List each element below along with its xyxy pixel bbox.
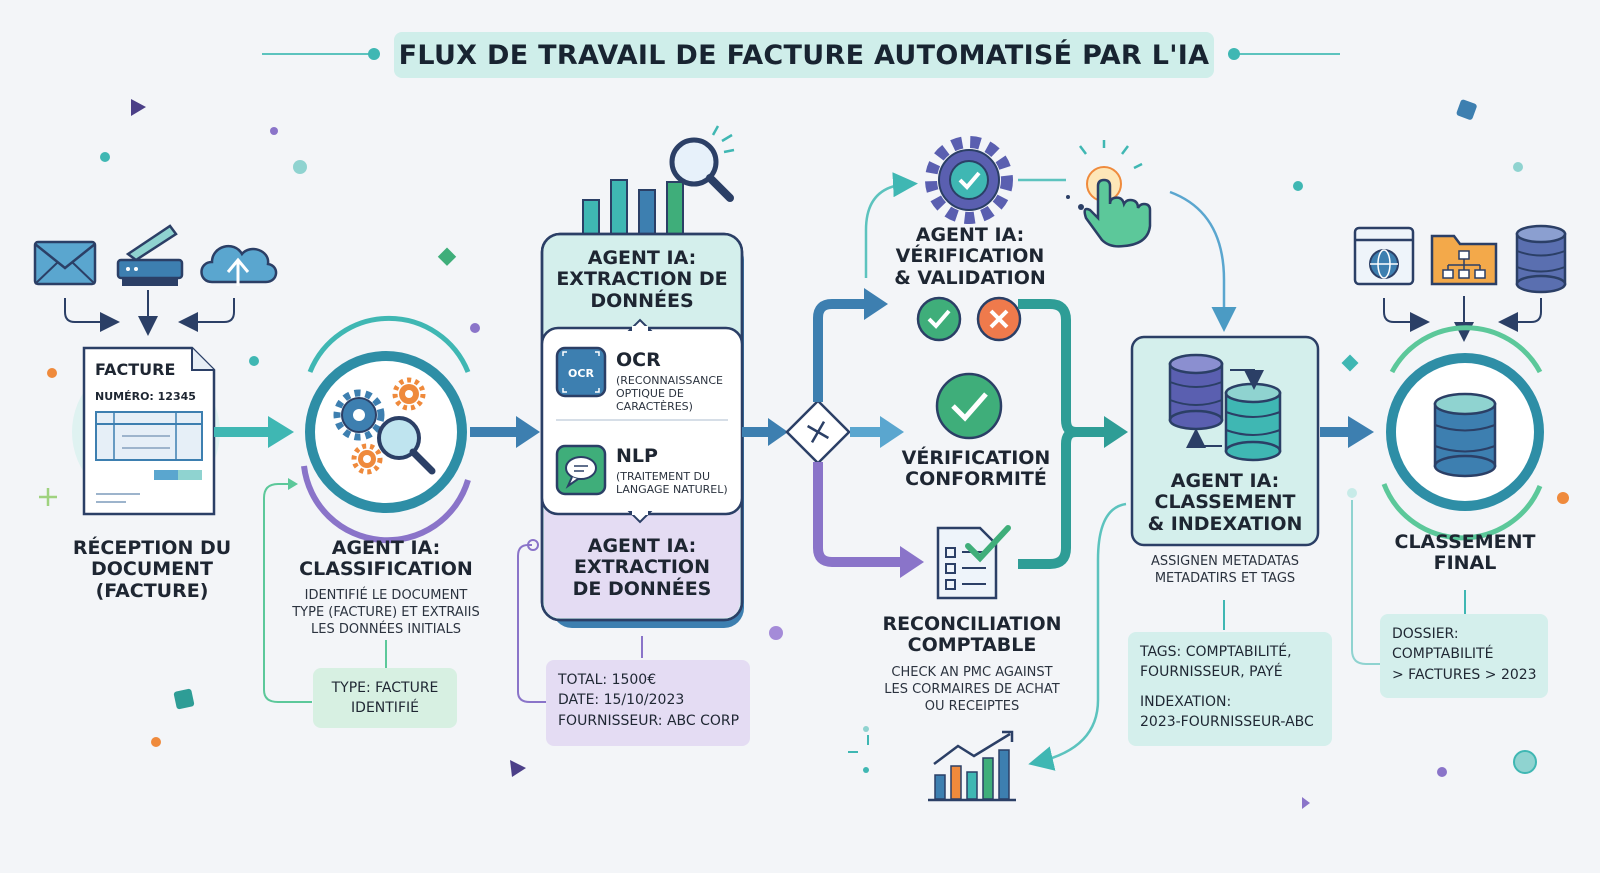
extraction-top-title: AGENT IA: EXTRACTION DE DONNÉES xyxy=(556,247,728,312)
bar-chart-icon xyxy=(582,179,684,235)
classification-title: AGENT IA: CLASSIFICATION xyxy=(299,537,473,581)
invoice-title: FACTURE xyxy=(95,360,175,379)
approve-reject-icons xyxy=(916,296,1022,342)
reconciliation-description: CHECK AN PMC AGAINST LES CORMAIRES DE AC… xyxy=(884,665,1060,714)
ocr-title: OCR xyxy=(616,349,661,371)
extraction-bottom-title: AGENT IA: EXTRACTION DE DONNÉES xyxy=(572,535,712,600)
invoice-document-icon xyxy=(72,346,220,516)
conformity-label: VÉRIFICATION CONFORMITÉ xyxy=(901,447,1051,491)
final-archive-database-icon xyxy=(1381,325,1544,541)
ocr-icon: OCR xyxy=(568,367,594,380)
verification-title: AGENT IA: VÉRIFICATION & VALIDATION xyxy=(894,224,1046,289)
decorative-dots xyxy=(39,99,1569,809)
indexing-title: AGENT IA: CLASSEMENT & INDEXATION xyxy=(1147,470,1303,535)
folder-tree-icon xyxy=(1430,234,1498,286)
server-database-icon xyxy=(1515,224,1567,294)
gear-check-icon xyxy=(925,136,1013,224)
input-arrows xyxy=(64,290,235,336)
reception-label: RÉCEPTION DU DOCUMENT (FACTURE) xyxy=(72,537,232,602)
hand-pointer-icon xyxy=(1079,140,1152,248)
extraction-panel xyxy=(540,232,744,628)
database-sync-icon xyxy=(1168,353,1282,462)
classification-gears-icon xyxy=(301,315,471,544)
scanner-icon xyxy=(116,224,184,286)
conformity-check-icon xyxy=(935,372,1003,440)
nlp-description: (TRAITEMENT DU LANGAGE NATUREL) xyxy=(616,470,728,497)
invoice-number: NUMÉRO: 12345 xyxy=(95,390,196,403)
extraction-result-tag: TOTAL: 1500€ DATE: 15/10/2023 FOURNISSEU… xyxy=(546,660,750,746)
classification-description: IDENTIFIÉ LE DOCUMENT TYPE (FACTURE) ET … xyxy=(292,588,480,637)
page-title: FLUX DE TRAVAIL DE FACTURE AUTOMATISÉ PA… xyxy=(394,32,1214,78)
browser-globe-icon xyxy=(1353,226,1415,286)
ocr-description: (RECONNAISSANCE OPTIQUE DE CARACTÈRES) xyxy=(616,374,724,414)
classification-result-tag: TYPE: FACTURE IDENTIFIÉ xyxy=(313,668,457,728)
cloud-upload-icon xyxy=(200,244,278,286)
final-folder-tag: DOSSIER: COMPTABILITÉ > FACTURES > 2023 xyxy=(1380,614,1548,698)
indexing-description: ASSIGNEN METADATAS METADATIRS ET TAGS xyxy=(1150,554,1300,586)
nlp-title: NLP xyxy=(616,445,658,467)
indexing-result-tag: TAGS: COMPTABILITÉ, FOURNISSEUR, PAYÉ IN… xyxy=(1128,632,1332,746)
final-title: CLASSEMENT FINAL xyxy=(1394,531,1536,575)
growth-chart-icon xyxy=(928,730,1016,802)
reconciliation-clipboard-icon xyxy=(936,525,1011,600)
reconciliation-label: RECONCILIATION COMPTABLE xyxy=(882,613,1062,657)
decision-diamond-icon xyxy=(785,399,851,465)
magnifier-icon xyxy=(669,125,735,202)
envelope-icon xyxy=(33,240,97,286)
